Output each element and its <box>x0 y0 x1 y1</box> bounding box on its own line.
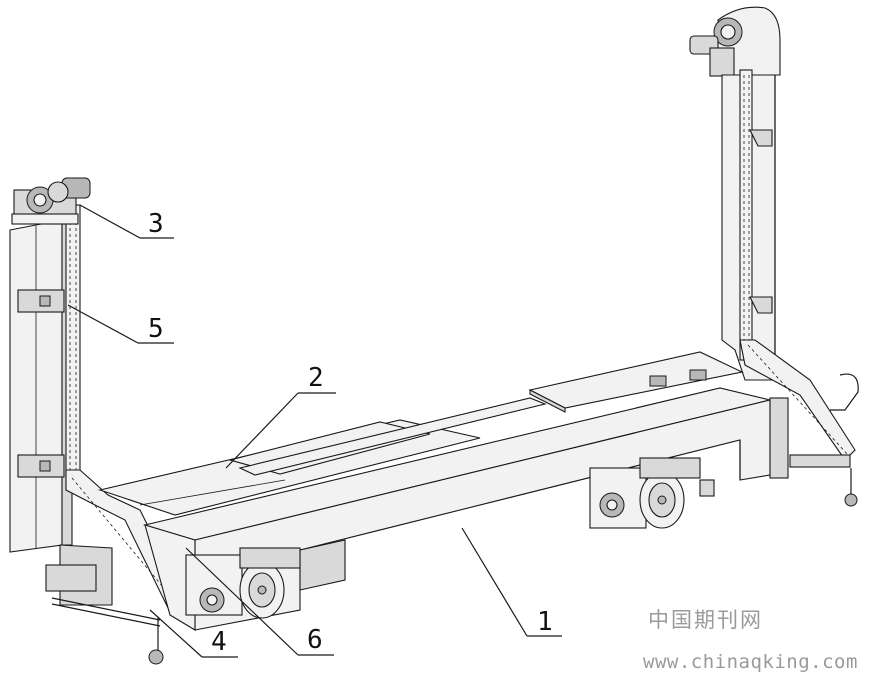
callout-6: 6 <box>307 625 323 655</box>
watermark-cn: 中国期刊网 <box>648 608 763 632</box>
callout-5: 5 <box>148 314 164 344</box>
callout-1: 1 <box>537 607 553 637</box>
left-tower <box>9 204 81 553</box>
left-drive-motor <box>11 177 91 225</box>
left-lower-arm <box>45 469 186 665</box>
callout-labels: 1 2 3 4 5 6 <box>148 209 553 657</box>
callout-2: 2 <box>308 363 324 393</box>
callout-4: 4 <box>211 627 227 657</box>
right-tower <box>689 6 859 507</box>
platform-left <box>97 397 547 516</box>
left-drive-unit <box>185 547 301 619</box>
watermark-url: www.chinaqking.com <box>643 651 858 673</box>
callout-3: 3 <box>148 209 164 239</box>
right-drive-unit <box>589 457 715 529</box>
main-beam <box>142 387 789 631</box>
callout-leaders <box>67 204 562 658</box>
platform-right <box>528 351 744 413</box>
